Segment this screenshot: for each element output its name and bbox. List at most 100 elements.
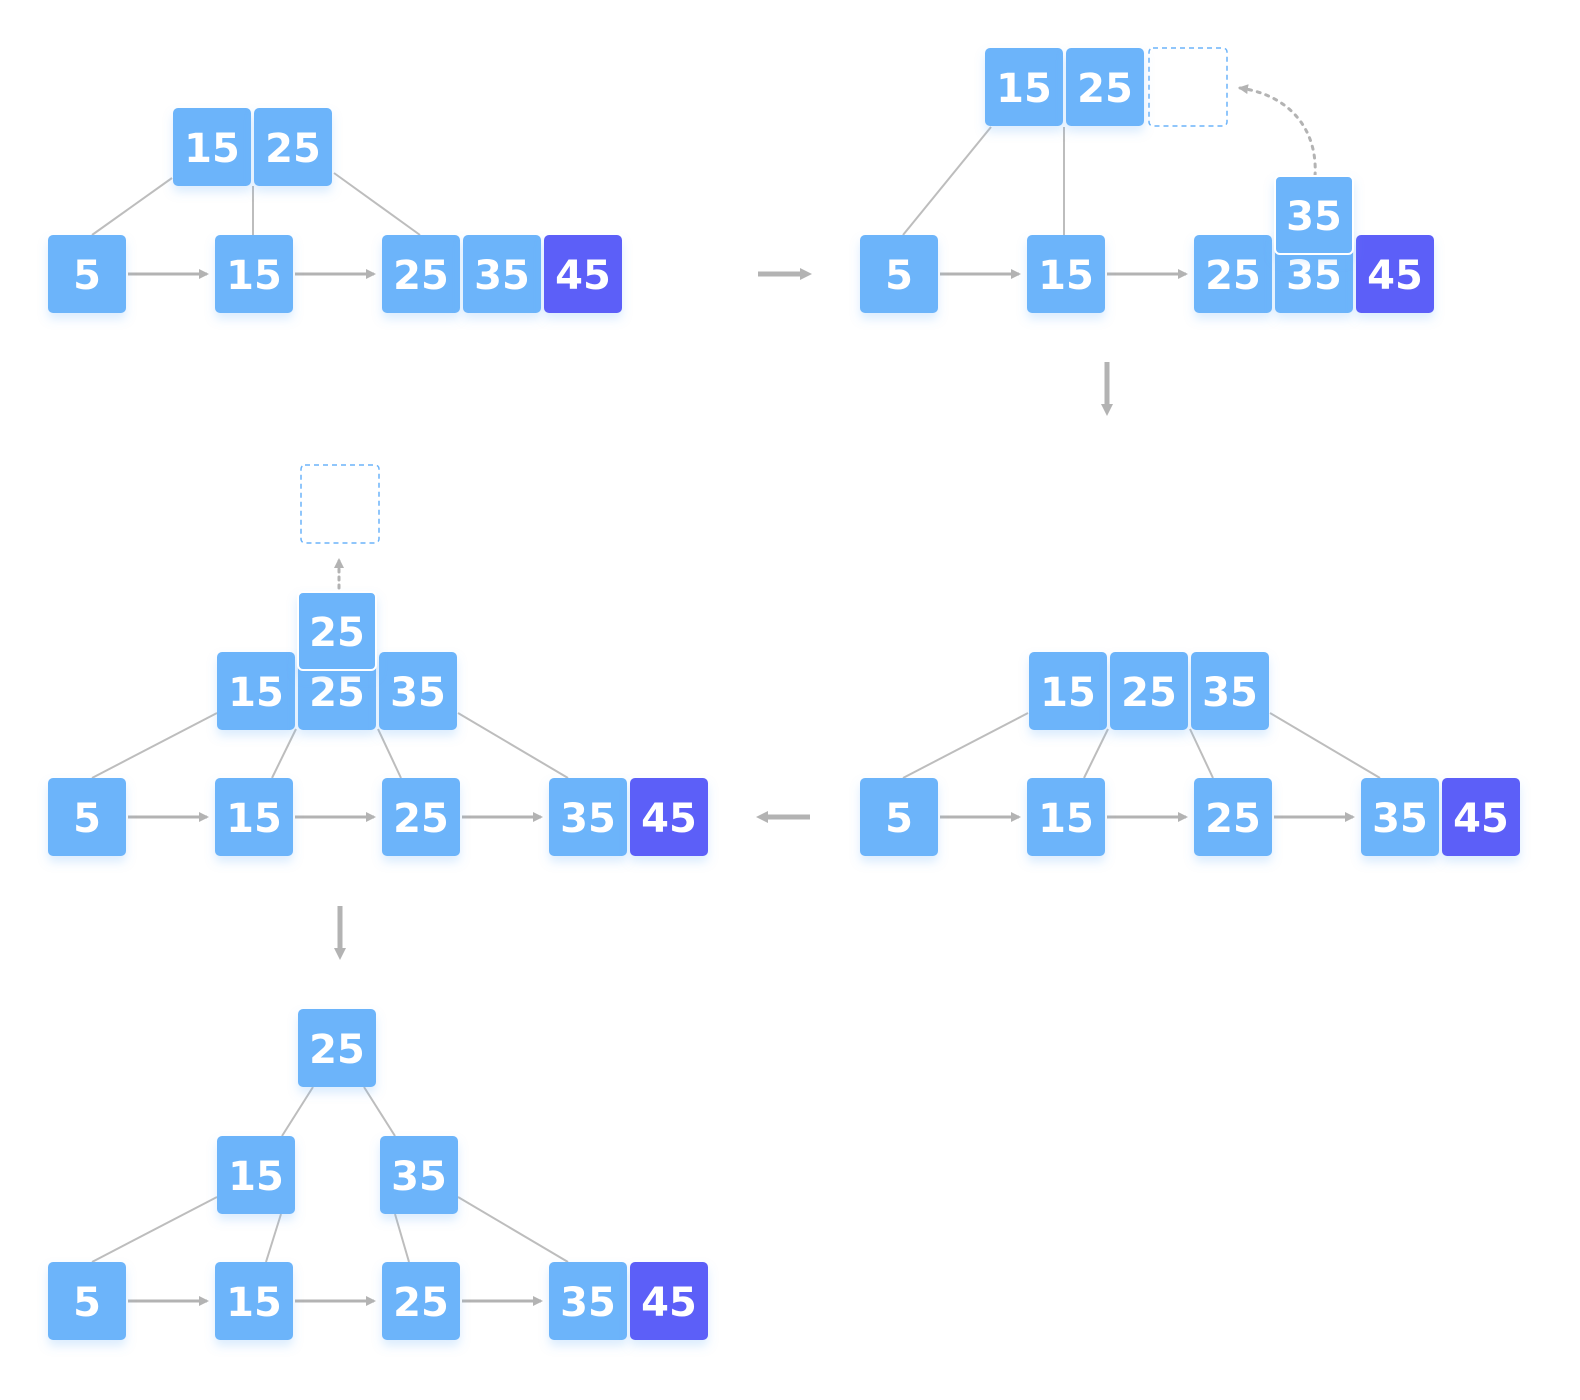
internal-key-25: 25: [254, 108, 332, 186]
key-label: 25: [309, 1027, 365, 1073]
tree-link: [902, 712, 1029, 779]
key-cell-box: [48, 1262, 126, 1340]
key-label: 25: [1121, 670, 1177, 716]
leaf-key-25: 25: [382, 235, 460, 313]
key-cell-box: [254, 108, 332, 186]
key-label: 15: [226, 253, 282, 299]
key-label: 25: [1205, 253, 1261, 299]
tree-link: [91, 1196, 218, 1263]
internal-key-15: 15: [173, 108, 251, 186]
key-label: 35: [474, 253, 530, 299]
internal-key-35: 35: [379, 652, 457, 730]
tree-link: [1269, 712, 1381, 779]
key-cell-box: [298, 1009, 376, 1087]
leaf-key-45: 45: [1356, 235, 1434, 313]
key-cell-box: [382, 1262, 460, 1340]
leaf-key-45: 45: [630, 1262, 708, 1340]
key-cell-box: [48, 235, 126, 313]
key-label: 15: [226, 796, 282, 842]
tree-link: [457, 1196, 569, 1263]
key-cell-box: [985, 48, 1063, 126]
tree-links: [91, 126, 1381, 1306]
key-label: 35: [1286, 253, 1342, 299]
key-label: 5: [73, 1280, 101, 1326]
key-label: 25: [1205, 796, 1261, 842]
key-cell-box: [1442, 778, 1520, 856]
leaf-key-15: 15: [1027, 778, 1105, 856]
empty-root-outline: [300, 464, 380, 544]
key-label: 45: [641, 1280, 697, 1326]
key-label: 25: [393, 253, 449, 299]
key-label: 5: [885, 253, 913, 299]
internal-key-15: 15: [217, 1136, 295, 1214]
promote-arrow: [1238, 84, 1317, 178]
tree-link: [91, 712, 218, 779]
key-label: 15: [184, 126, 240, 172]
tree-link: [281, 1086, 314, 1137]
leaf-key-15: 15: [215, 1262, 293, 1340]
key-label: 15: [1038, 796, 1094, 842]
key-label: 35: [390, 670, 446, 716]
key-cell-box: [1194, 235, 1272, 313]
leaf-key-5: 5: [48, 235, 126, 313]
leaf-key-35: 35: [549, 778, 627, 856]
key-cell-box: [298, 652, 376, 730]
leaf-key-35: 35: [463, 235, 541, 313]
key-cell-box: [1356, 235, 1434, 313]
key-cell-box: [1191, 652, 1269, 730]
leaf-key-25: 25: [1194, 778, 1272, 856]
root-key-25: 25: [298, 1009, 376, 1087]
leaf-key-45: 45: [1442, 778, 1520, 856]
key-cell-box: [1066, 48, 1144, 126]
key-cell-box: [860, 235, 938, 313]
key-cell-box: [48, 778, 126, 856]
leaf-key-5: 5: [860, 778, 938, 856]
internal-key-25: 25: [298, 652, 376, 730]
key-label: 25: [393, 1280, 449, 1326]
key-label: 45: [1453, 796, 1509, 842]
key-cell-box: [1361, 778, 1439, 856]
leaf-key-15: 15: [1027, 235, 1105, 313]
key-cell-box: [217, 652, 295, 730]
internal-key-35: 35: [380, 1136, 458, 1214]
internal-key-15: 15: [1029, 652, 1107, 730]
key-label: 25: [393, 796, 449, 842]
tree-link: [457, 712, 569, 779]
key-label: 15: [1040, 670, 1096, 716]
tree-link: [271, 728, 297, 779]
key-cell-box: [297, 591, 377, 671]
leaf-key-25: 25: [1194, 235, 1272, 313]
tree-link: [265, 1213, 282, 1263]
key-label: 35: [560, 796, 616, 842]
key-label: 45: [641, 796, 697, 842]
key-label: 15: [226, 1280, 282, 1326]
key-cell-box: [215, 235, 293, 313]
promoted-key-25: 25: [297, 591, 377, 671]
key-cell-box: [380, 1136, 458, 1214]
key-label: 35: [1286, 194, 1342, 240]
key-label: 15: [228, 1154, 284, 1200]
key-label: 15: [228, 670, 284, 716]
tree-link: [377, 728, 402, 779]
key-cell-box: [1027, 235, 1105, 313]
key-cell-box: [173, 108, 251, 186]
leaf-key-45: 45: [544, 235, 622, 313]
key-cell-box: [215, 1262, 293, 1340]
key-cell-box: [1110, 652, 1188, 730]
leaf-key-25: 25: [382, 778, 460, 856]
key-label: 5: [885, 796, 913, 842]
step-arrows: [334, 84, 1317, 960]
key-cell-box: [382, 235, 460, 313]
tree-nodes: 15 25 5 15 25 35 45 15 25 5 15 25 35 45 35 15 25 35 5 15 25 3…: [48, 47, 1520, 1340]
leaf-key-15: 15: [215, 778, 293, 856]
tree-link: [902, 126, 992, 236]
key-label: 35: [1202, 670, 1258, 716]
internal-key-15: 15: [985, 48, 1063, 126]
tree-link: [1083, 728, 1109, 779]
key-label: 15: [996, 66, 1052, 112]
key-cell-box: [215, 778, 293, 856]
leaf-key-45: 45: [630, 778, 708, 856]
leaf-key-5: 5: [48, 1262, 126, 1340]
key-cell-box: [1274, 175, 1354, 255]
internal-key-15: 15: [217, 652, 295, 730]
